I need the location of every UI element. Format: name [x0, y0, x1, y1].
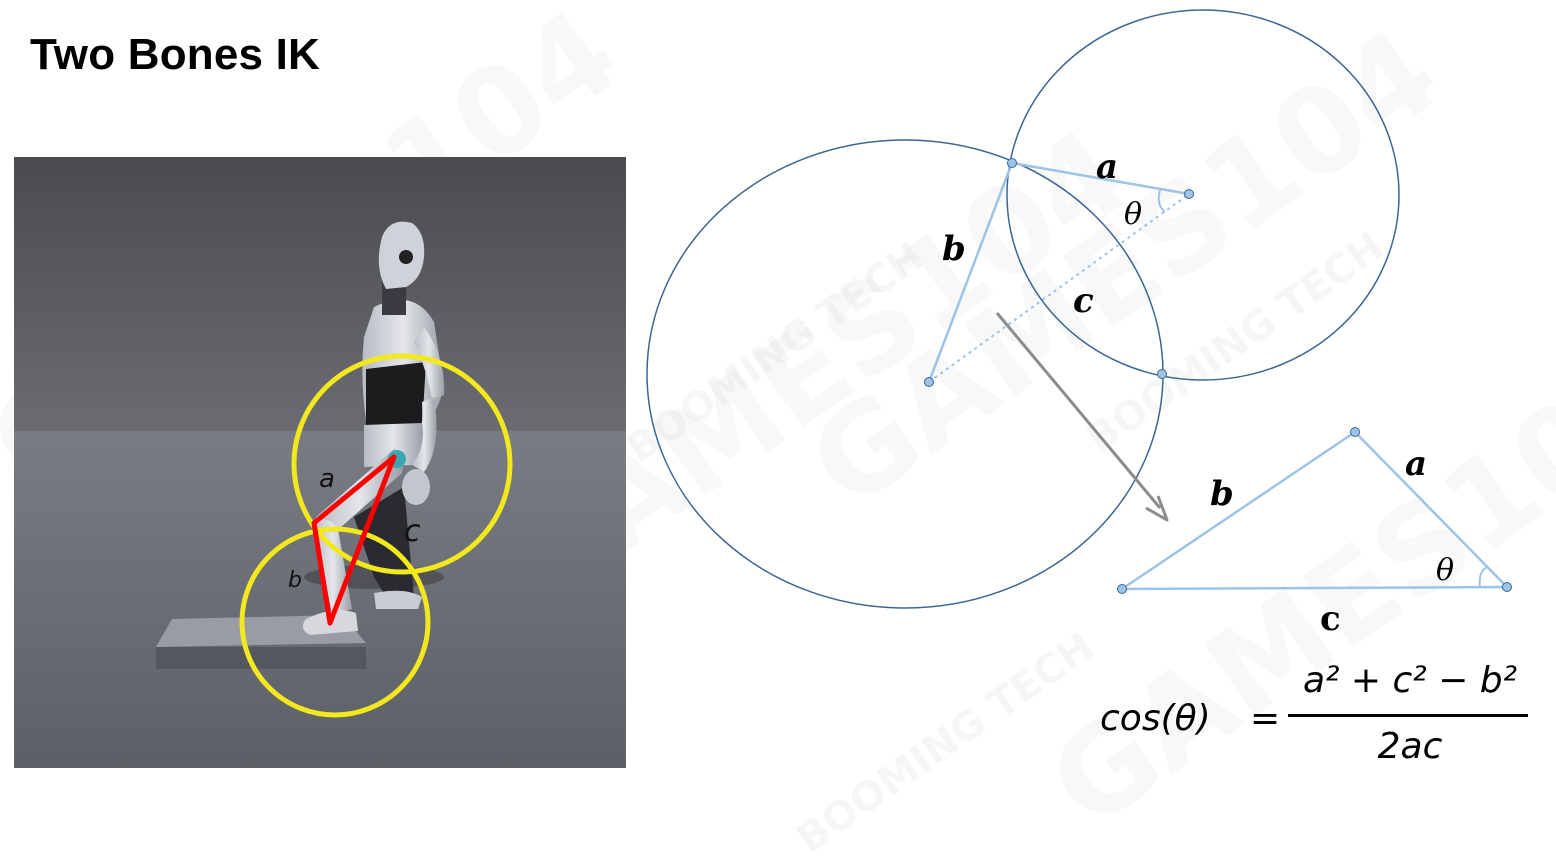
ik-circle-knee — [239, 526, 431, 718]
bone-c — [327, 454, 397, 626]
diagram-label-c: c — [1073, 281, 1094, 321]
diagram-line-c — [928, 193, 1190, 383]
robot-ear — [399, 250, 413, 264]
diagram-label-theta: θ — [1124, 197, 1142, 232]
triangle-point-left — [1117, 584, 1127, 594]
step-block-front — [156, 647, 366, 669]
bone-b — [311, 520, 333, 626]
ik-scene-image: a c b — [14, 157, 626, 768]
transform-arrowhead — [1145, 495, 1169, 522]
law-of-cosines-formula: cos(θ) = a² + c² − b² 2ac — [1100, 660, 1540, 770]
robot-vest — [366, 362, 426, 432]
page-title: Two Bones IK — [30, 30, 321, 79]
triangle-theta-arc — [1478, 566, 1489, 589]
robot-upper-arm — [414, 327, 445, 399]
formula-lhs: cos(θ) — [1100, 698, 1211, 739]
diagram-point-root — [924, 377, 934, 387]
diagram-theta-arc — [1157, 189, 1166, 213]
triangle-label-b: b — [1210, 474, 1234, 514]
diagram-line-b — [927, 162, 1014, 383]
diagram-point-end — [1184, 189, 1194, 199]
robot-hand — [402, 469, 430, 505]
triangle-side-b — [1121, 430, 1356, 591]
diagram-line-a — [1011, 161, 1190, 196]
triangle-side-c — [1121, 585, 1508, 591]
ik-circle-hip — [291, 353, 513, 575]
triangle-point-right — [1502, 582, 1512, 592]
circle-around-root — [646, 139, 1164, 609]
triangle-label-theta: θ — [1436, 553, 1454, 588]
scene-wall — [14, 157, 626, 431]
transform-arrow — [995, 312, 1162, 509]
triangle-label-c: c — [1320, 599, 1341, 639]
diagram-point-joint — [1007, 158, 1017, 168]
diagram-label-a: a — [1096, 147, 1118, 187]
formula-fraction-bar — [1288, 714, 1528, 717]
ik-geometry-diagram: a b c θ a b c θ — [646, 9, 1512, 639]
triangle-label-a: a — [1405, 444, 1427, 484]
scene-svg: a c b — [14, 157, 626, 768]
scene-label-a: a — [319, 464, 335, 494]
circle-around-end — [1006, 9, 1400, 381]
scene-label-b: b — [288, 568, 302, 593]
robot-pelvis — [364, 423, 423, 467]
scene-label-c: c — [404, 514, 421, 549]
formula-equals: = — [1250, 698, 1281, 739]
diagram-point-intersection — [1157, 369, 1167, 379]
formula-denominator: 2ac — [1377, 726, 1443, 767]
rear-foot — [374, 590, 422, 609]
bone-a — [311, 454, 397, 526]
triangle-side-a — [1354, 431, 1508, 588]
triangle-point-top — [1350, 427, 1360, 437]
formula-numerator: a² + c² − b² — [1302, 660, 1518, 701]
diagram-label-b: b — [942, 229, 966, 269]
